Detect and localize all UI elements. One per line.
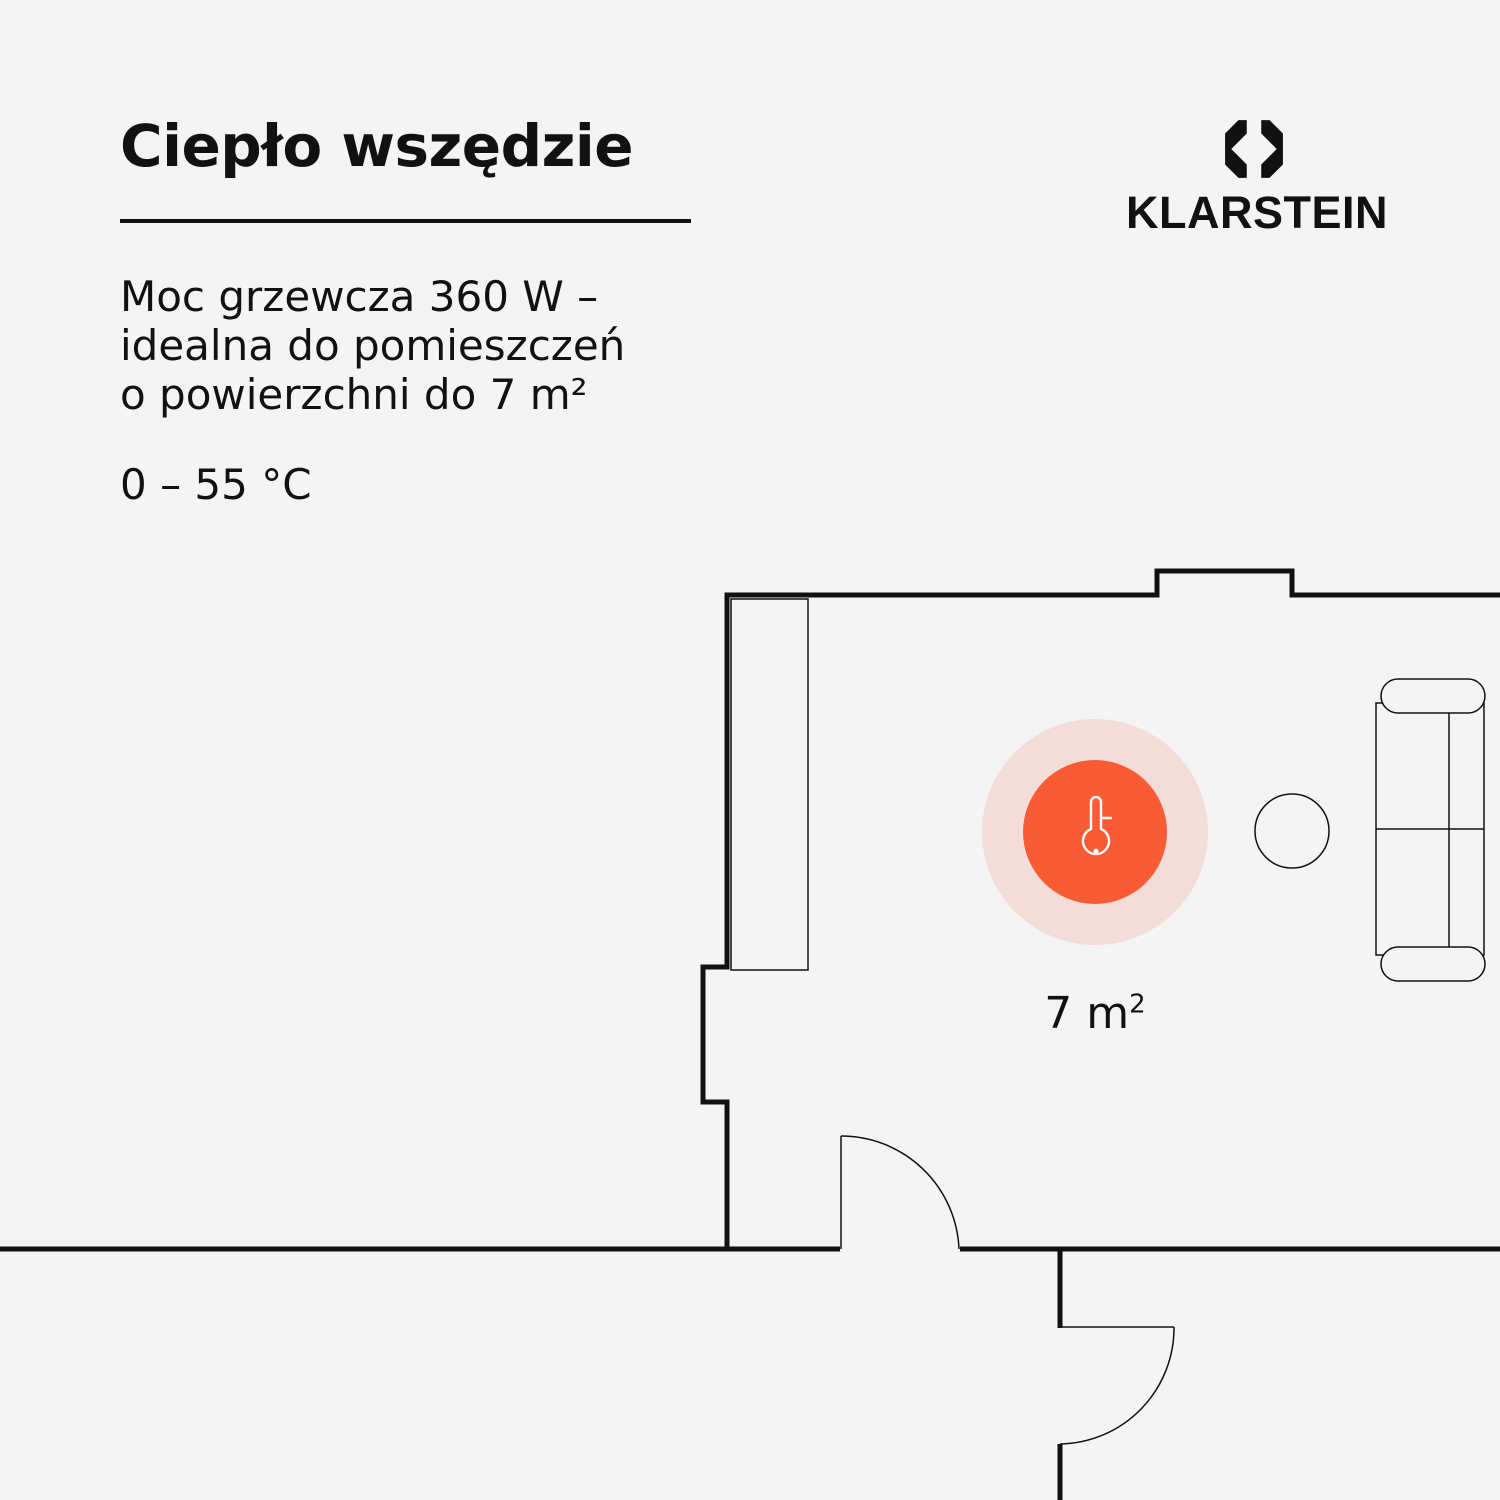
brand-name: KLARSTEIN: [1126, 187, 1388, 238]
wardrobe: [730, 598, 809, 971]
room-area-value: 7 m: [1044, 988, 1130, 1039]
temperature-range: 0 – 55 °C: [120, 460, 312, 509]
page-title: Ciepło wszędzie: [120, 112, 634, 180]
room-wall: [700, 568, 1500, 1249]
room-area-label: 7 m2: [1020, 988, 1170, 1039]
heater-circle: [1023, 760, 1167, 904]
description-line: o powierzchni do 7 m²: [120, 370, 588, 419]
klarstein-logo-icon: [1225, 118, 1283, 180]
description-line: idealna do pomieszczeń: [120, 321, 626, 370]
description: Moc grzewcza 360 W – idealna do pomieszc…: [120, 272, 625, 419]
room-area-superscript: 2: [1129, 989, 1146, 1020]
thermometer-icon: [1081, 795, 1113, 856]
sofa: [1375, 678, 1486, 982]
door-swing-arc: [1059, 1326, 1175, 1445]
round-table: [1254, 793, 1330, 869]
brand-block: KLARSTEIN: [1126, 118, 1388, 238]
title-divider: [120, 219, 691, 223]
door-swing-arc: [840, 1135, 960, 1250]
description-line: Moc grzewcza 360 W –: [120, 272, 599, 321]
heater-marker: [982, 719, 1208, 945]
